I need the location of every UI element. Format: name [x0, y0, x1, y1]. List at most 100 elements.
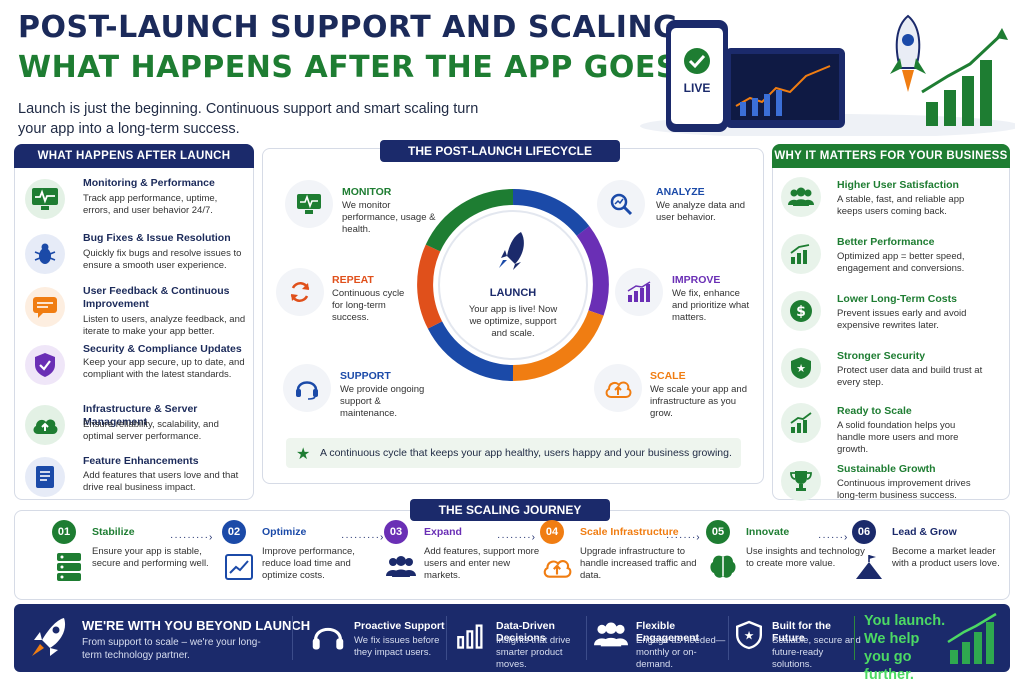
list-item-title: Lower Long-Term Costs: [837, 293, 957, 305]
list-item-title: Bug Fixes & Issue Resolution: [83, 232, 231, 244]
step-arrow: ·········›: [170, 532, 214, 543]
step-desc: Ensure your app is stable, secure and pe…: [92, 546, 209, 569]
rocket-icon: [32, 618, 66, 656]
band-item-title: Data-Driven Decisions: [496, 620, 555, 644]
step-title: Stabilize: [92, 526, 135, 538]
node-title-improve: IMPROVE: [672, 274, 721, 286]
brain-icon: [706, 550, 740, 584]
node-desc-analyze: We analyze data and user behavior.: [656, 200, 746, 223]
band-item: Data-Driven Decisions Insights that driv…: [454, 604, 594, 672]
users-icon: [384, 550, 418, 584]
mountain-flag-icon: [852, 550, 886, 584]
node-title-repeat: REPEAT: [332, 274, 374, 286]
bar-chart-icon: [457, 624, 483, 649]
list-item: Higher User Satisfaction A stable, fast,…: [781, 177, 1001, 233]
step-title: Lead & Grow: [892, 526, 957, 538]
trophy-icon: [781, 461, 821, 501]
list-item-title: Stronger Security: [837, 350, 926, 362]
step-number: 01: [52, 520, 76, 544]
live-check-icon: [684, 48, 710, 74]
right-panel: WHY IT MATTERS FOR YOUR BUSINESS Higher …: [772, 144, 1010, 501]
bug-icon: [25, 234, 65, 274]
step-arrow: ········›: [497, 532, 536, 543]
growth-bars-icon: [926, 60, 992, 126]
monitor-icon: [285, 180, 333, 228]
list-item: Sustainable Growth Continuous improvemen…: [781, 461, 1001, 517]
trend-up-icon: [781, 403, 821, 443]
step-arrow: ······›: [818, 532, 849, 543]
node-title-monitor: MONITOR: [342, 186, 392, 198]
band-item-title: Flexible Engagement: [636, 620, 700, 644]
right-panel-heading: WHY IT MATTERS FOR YOUR BUSINESS: [772, 144, 1010, 168]
page-title-line2: WHAT HAPPENS AFTER THE APP GOES LIVE: [18, 50, 765, 85]
shield-star-icon: ★: [736, 620, 762, 650]
divider: [728, 616, 729, 660]
band-item-desc: We fix issues before they impact users.: [354, 635, 440, 658]
list-item: Better Performance Optimized app = bette…: [781, 234, 1001, 290]
lifecycle-ring: [417, 188, 609, 381]
journey-step: 02 Optimize Improve performance, reduce …: [222, 520, 372, 600]
step-desc: Become a market leader with a product us…: [892, 546, 1000, 569]
chat-icon: [25, 287, 65, 327]
band-item: Proactive Support We fix issues before t…: [306, 604, 456, 672]
lifecycle-heading: THE POST-LAUNCH LIFECYCLE: [380, 140, 620, 162]
growth-chart-icon: [781, 234, 821, 274]
step-number: 04: [540, 520, 564, 544]
list-item-desc: Continuous improvement drives long-term …: [837, 478, 971, 501]
list-item: User Feedback & Continuous Improvement L…: [25, 285, 245, 341]
list-item-desc: Prevent issues early and avoid expensive…: [837, 308, 967, 331]
node-title-support: SUPPORT: [340, 370, 391, 382]
node-desc-repeat: Continuous cycle for long-term success.: [332, 288, 405, 323]
hero-illustration: LIVE: [640, 14, 1015, 136]
step-number: 05: [706, 520, 730, 544]
bar-chart-icon: [615, 268, 663, 316]
node-desc-improve: We fix, enhance and prioritize what matt…: [672, 288, 750, 323]
svg-text:★: ★: [744, 629, 755, 643]
list-item: Monitoring & Performance Track app perfo…: [25, 177, 245, 233]
divider: [854, 616, 855, 660]
refresh-icon: [276, 268, 324, 316]
step-desc: Use insights and technology to create mo…: [746, 546, 865, 569]
document-icon: [25, 457, 65, 497]
band-desc: From support to scale – we're your long-…: [82, 637, 261, 661]
step-arrow: ·········›: [341, 532, 385, 543]
star-icon: ★: [296, 446, 311, 463]
list-item-desc: Quickly fix bugs and resolve issues to e…: [83, 248, 242, 271]
headset-icon: [312, 627, 344, 650]
list-item-title: Sustainable Growth: [837, 463, 936, 475]
step-number: 06: [852, 520, 876, 544]
lifecycle-footer: A continuous cycle that keeps your app h…: [286, 438, 741, 468]
band-item-desc: Insights that drive smarter product move…: [496, 635, 571, 670]
step-desc: Upgrade infrastructure to handle increas…: [580, 546, 697, 581]
journey-step: 03 Expand Add features, support more use…: [384, 520, 539, 600]
left-panel: WHAT HAPPENS AFTER LAUNCH Monitoring & P…: [14, 144, 254, 500]
step-title: Innovate: [746, 526, 790, 538]
svg-text:★: ★: [796, 362, 806, 375]
step-number: 02: [222, 520, 246, 544]
list-item-title: Feature Enhancements: [83, 455, 199, 467]
band-title: WE'RE WITH YOU BEYOND LAUNCH: [82, 618, 311, 633]
step-desc: Improve performance, reduce load time an…: [262, 546, 355, 581]
users-icon: [594, 622, 628, 647]
users-icon: [781, 177, 821, 217]
divider: [446, 616, 447, 660]
live-badge: LIVE: [684, 81, 711, 95]
list-item-desc: A stable, fast, and reliable app keeps u…: [837, 194, 965, 217]
list-item-desc: Protect user data and build trust at eve…: [837, 365, 983, 388]
bottom-band: WE'RE WITH YOU BEYOND LAUNCH From suppor…: [14, 604, 1010, 683]
list-item-desc: A solid foundation helps you handle more…: [837, 420, 959, 455]
list-item: $ Lower Long-Term Costs Prevent issues e…: [781, 291, 1001, 347]
band-item: ★ Built for the Future Scalable, secure …: [734, 604, 864, 672]
band-slogan: You launch. We help you go further.: [864, 613, 946, 683]
list-item-desc: Ensure reliability, scalability, and opt…: [83, 419, 219, 442]
server-stack-icon: [52, 550, 86, 584]
list-item-title: Monitoring & Performance: [83, 177, 215, 189]
cloud-icon: [25, 405, 65, 445]
launch-desc: Your app is live! Now we optimize, suppo…: [468, 304, 558, 339]
list-item-title: Security & Compliance Updates: [83, 343, 242, 355]
list-item: ★ Stronger Security Protect user data an…: [781, 348, 1001, 404]
magnifier-icon: [597, 180, 645, 228]
list-item-desc: Add features that users love and that dr…: [83, 470, 239, 493]
list-item-title: User Feedback & Continuous Improvement: [83, 285, 230, 310]
band-item-desc: Engage as needed— monthly or on-demand.: [636, 635, 726, 670]
